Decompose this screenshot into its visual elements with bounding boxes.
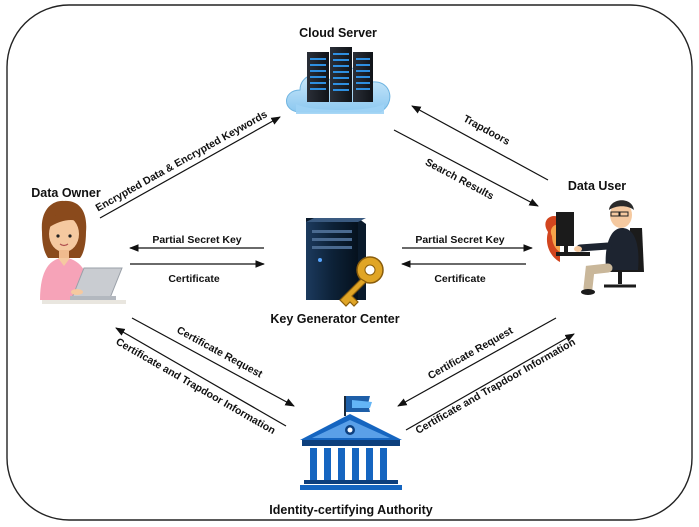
man-computer-icon <box>545 200 644 295</box>
arrow-cloud-to-user <box>393 129 539 207</box>
label-kgc-to-user: Partial Secret Key <box>415 234 504 246</box>
cloud-server-title: Cloud Server <box>299 26 377 40</box>
label-kgc-to-owner: Partial Secret Key <box>152 234 241 246</box>
arrow-ica-to-owner <box>115 327 287 427</box>
label-cloud-to-user: Search Results <box>423 156 496 202</box>
label-owner-to-ica: Certificate Request <box>175 324 265 380</box>
arrow-user-to-cloud <box>411 105 549 181</box>
label-user-to-kgc: Certificate <box>434 273 486 285</box>
label-owner-to-kgc: Certificate <box>168 273 220 285</box>
diagram-border <box>6 4 693 521</box>
cloud-server-icon <box>286 47 391 114</box>
government-building-icon <box>300 396 402 490</box>
arrow-ica-to-user <box>405 333 575 431</box>
woman-laptop-icon <box>40 200 126 304</box>
server-key-icon <box>306 218 384 307</box>
label-ica-to-owner: Certificate and Trapdoor Information <box>114 336 278 437</box>
label-user-to-ica: Certificate Request <box>426 324 516 382</box>
ica-title: Identity-certifying Authority <box>269 503 432 517</box>
label-owner-to-cloud: Encrypted Data & Encrypted Keywords <box>94 108 270 214</box>
label-user-to-cloud: Trapdoors <box>461 113 512 148</box>
arrow-owner-to-ica <box>131 317 295 407</box>
data-user-title: Data User <box>568 179 626 193</box>
data-owner-title: Data Owner <box>31 186 101 200</box>
kgc-title: Key Generator Center <box>270 312 399 326</box>
arrow-user-to-ica <box>397 317 557 407</box>
arrow-owner-to-cloud <box>99 116 281 219</box>
